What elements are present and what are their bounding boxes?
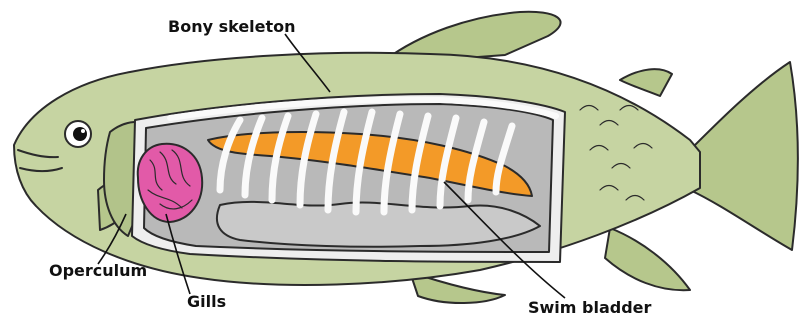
label-gills: Gills — [187, 294, 226, 310]
adipose-fin — [620, 69, 672, 96]
label-swim-bladder: Swim bladder — [528, 300, 651, 316]
tail-fin — [690, 62, 798, 250]
label-bony-skeleton: Bony skeleton — [168, 19, 296, 35]
anal-fin — [605, 228, 690, 290]
intestines — [217, 202, 540, 247]
label-operculum: Operculum — [49, 263, 147, 279]
gills — [138, 144, 202, 222]
